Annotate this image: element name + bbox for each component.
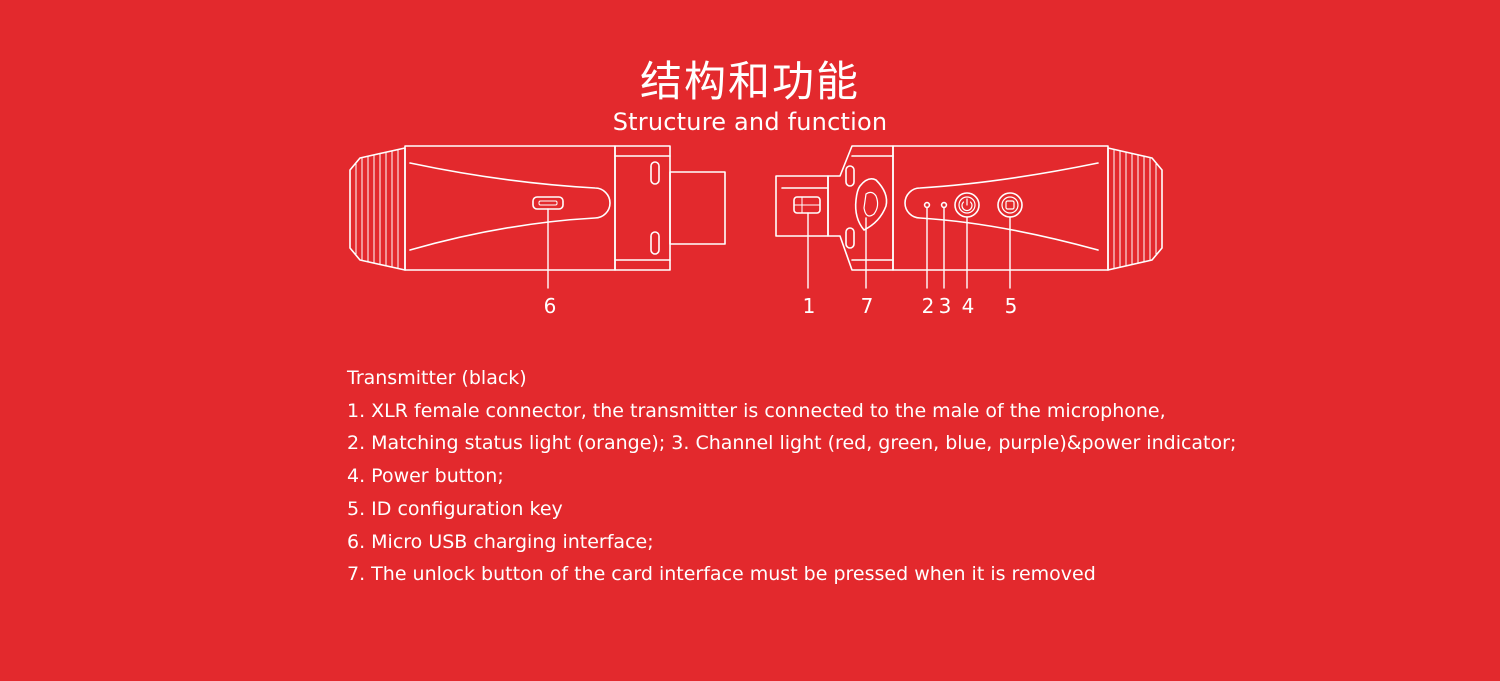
description-item-4: 5. ID configuration key bbox=[347, 497, 563, 520]
callout-5: 5 bbox=[1005, 294, 1018, 318]
description-block: Transmitter (black) 1. XLR female connec… bbox=[347, 362, 1236, 591]
description-item-3: 4. Power button; bbox=[347, 465, 504, 488]
description-heading: Transmitter (black) bbox=[347, 367, 527, 389]
id-configuration-key-icon bbox=[997, 192, 1023, 218]
transmitter-left-body bbox=[349, 145, 726, 271]
channel-light-icon bbox=[940, 201, 948, 209]
description-item-2: 2. Matching status light (orange); 3. Ch… bbox=[347, 432, 1237, 455]
callout-3: 3 bbox=[939, 294, 952, 318]
callout-1: 1 bbox=[803, 294, 816, 318]
callout-leader-lines bbox=[547, 207, 1011, 289]
callout-2: 2 bbox=[922, 294, 935, 318]
unlock-button-icon bbox=[854, 178, 888, 231]
description-item-1: 1. XLR female connector, the transmitter… bbox=[347, 399, 1166, 422]
title-english: Structure and function bbox=[612, 108, 888, 136]
callout-7: 7 bbox=[861, 294, 874, 318]
matching-status-light-icon bbox=[923, 201, 931, 209]
xlr-connector-icon bbox=[793, 196, 821, 214]
title-chinese: 结构和功能 bbox=[639, 57, 860, 106]
power-button-icon bbox=[954, 192, 980, 218]
transmitter-right-body bbox=[775, 145, 1163, 271]
micro-usb-port-icon bbox=[532, 196, 564, 210]
callout-6: 6 bbox=[544, 294, 557, 318]
callout-4: 4 bbox=[962, 294, 975, 318]
description-item-5: 6. Micro USB charging interface; bbox=[347, 530, 654, 553]
device-diagram: 6 1 7 2 3 4 5 bbox=[349, 145, 1163, 318]
description-item-6: 7. The unlock button of the card interfa… bbox=[347, 563, 1096, 586]
